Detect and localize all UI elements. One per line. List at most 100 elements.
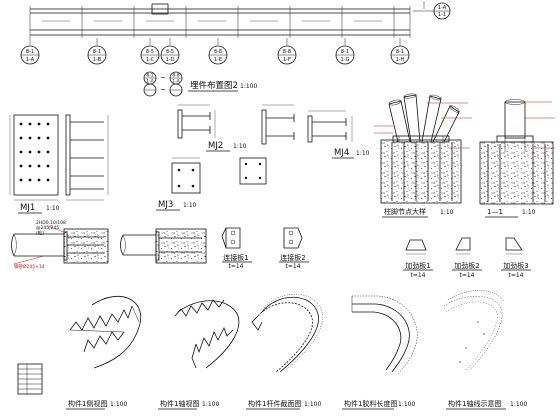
axis-bubble-lower: 1-G — [340, 57, 349, 63]
axis-bubble-lower: 1-C — [146, 57, 155, 63]
pipe-anchor-note: 2HD0.10/108@245/245(桩) — [36, 220, 66, 236]
connector-plate-2: 连接板2 t=14 — [279, 227, 309, 270]
legend-marker-upper: 8-1 — [146, 73, 153, 79]
axis-bubble-upper: 8-8 — [214, 49, 222, 55]
member-1-scale: 1:100 — [110, 401, 127, 408]
axis-bubble-lower: 1-F — [283, 57, 291, 63]
member-4-scale: 1:100 — [398, 401, 415, 408]
top-axis-bubble-3: 1-A 1-1 — [413, 2, 451, 20]
plan-title: 埋件布置图2 — [190, 80, 238, 91]
axis-bubble-upper: 8-1 — [26, 49, 34, 55]
node-title: 柱脚节点大样 — [384, 207, 426, 216]
member-elevation-1 — [69, 295, 141, 369]
axis-bubble-5: 8-8 1-E — [208, 45, 228, 65]
axis-bubble-7: 8-1 1-G — [335, 45, 355, 65]
plan-top-rail — [29, 3, 411, 38]
member-elevation-2 — [174, 299, 240, 369]
member-table-box — [17, 363, 43, 395]
axis-bubble-8: 8-1 1-H — [390, 45, 410, 65]
mj1-plate-plan — [9, 114, 59, 201]
pier-block — [63, 228, 109, 264]
connector-plate-2-thickness: t=14 — [285, 263, 300, 270]
member-5-scale: 1:100 — [510, 401, 527, 408]
pipe-connection-detail-right — [120, 228, 207, 264]
member-caption-5: 构件1轴线示意图 1:100 — [446, 399, 527, 410]
section-title: 1—1 — [487, 208, 503, 216]
axis-bubble-lower: 1-D — [166, 57, 175, 63]
legend-tilde: ~ — [160, 74, 166, 82]
member-caption-4: 构件1胶料长度图 1:100 — [342, 399, 415, 410]
member-caption-2: 构件1轴视图 1:100 — [158, 399, 219, 410]
plan-top-embed-plate — [151, 3, 169, 15]
mj1-anchor-holes — [19, 122, 50, 182]
axis-bubble-upper: 8-5 — [166, 49, 174, 55]
axis-bubble-lower: 1-E — [214, 57, 222, 63]
legend-tilde-2: ~ — [160, 86, 166, 94]
mj2-elevation — [177, 104, 216, 139]
mj3-plate-plan — [171, 157, 201, 194]
plan-axis-leaders — [29, 38, 401, 45]
node-concrete-pier — [380, 139, 462, 204]
mj4-scale: 1:10 — [356, 150, 370, 157]
member-2-scale: 1:100 — [202, 401, 219, 408]
axis-bubble-2: 8-1 1-B — [87, 45, 107, 65]
plan-axis-bubbles: 8-1 1-A 8-1 1-B 8-5 1-C 8-5 1-D 8-8 — [20, 45, 410, 65]
member-3-title: 构件1杆件截面图 — [248, 399, 301, 408]
member-caption-3: 构件1杆件截面图 1:100 — [246, 399, 321, 410]
member-caption-1: 构件1侧视图 1:100 — [66, 399, 127, 410]
mj1-label: MJ1 — [20, 203, 35, 213]
member-elevation-3 — [251, 294, 323, 373]
plan-legend: 8-1 1-A ~ 8-8 1-A ~ 埋件布置图2 1:100 — [143, 71, 257, 97]
member-captions: 构件1侧视图 1:100 构件1轴视图 1:100 构件1杆件截面图 1:100… — [66, 399, 527, 410]
stiffener-plate-1-title: 加劲板1 — [405, 261, 430, 270]
member-3-scale: 1:100 — [304, 401, 321, 408]
mj4-elevation-right — [307, 110, 353, 143]
mj3-detail: MJ3 1:10 — [156, 157, 201, 211]
pipe-segment — [11, 233, 64, 257]
top-axis-bubbles: 1-A 1-1 — [413, 1, 451, 20]
stiffener-plate-2-title: 加劲板2 — [454, 261, 479, 270]
axis-bubble-6: 8-8 1-F — [277, 45, 297, 65]
member-elevation-5 — [443, 290, 505, 371]
axis-bubble-upper: 8-1 — [93, 49, 101, 55]
node-rebars — [391, 142, 453, 201]
node-scale: 1:10 — [440, 209, 454, 216]
axis-bubble-4: 8-5 1-D — [160, 45, 180, 65]
pier-block — [155, 228, 207, 264]
member-2-title: 构件1轴视图 — [160, 399, 199, 408]
stiffener-plate-1: 加劲板1 t=14 — [403, 239, 433, 279]
node-branch-pipes — [388, 93, 460, 143]
section-annotation-leaders — [520, 101, 555, 149]
section-scale: 1:10 — [522, 209, 536, 216]
mj2-label: MJ2 — [208, 141, 223, 151]
node-annotation-leaders — [374, 102, 472, 149]
mj4-plate-plan — [239, 157, 267, 185]
mj4-elevation-left — [261, 104, 295, 145]
connector-plate-1: 连接板1 t=14 — [221, 227, 252, 270]
stiffener-plate-2-thickness: t=14 — [459, 272, 474, 279]
plan-scale: 1:100 — [240, 83, 257, 90]
mj1-detail: MJ1 1:10 — [9, 114, 109, 214]
node-base-plate — [392, 135, 450, 143]
section-concrete-pier — [479, 141, 554, 205]
stiffener-plate-3: 加劲板3 t=14 — [501, 237, 531, 279]
pipe-segment — [120, 234, 156, 256]
section-rebars — [487, 144, 546, 202]
mj2-scale: 1:10 — [233, 143, 247, 150]
legend-marker-lower: 1-A — [172, 79, 180, 85]
mj4-label: MJ4 — [334, 148, 349, 158]
pipe-connection-detail-left: 2HD0.10/108@245/245(桩) 钢管Ø245×14 — [11, 220, 109, 270]
mj4-detail: MJ4 1:10 — [239, 104, 370, 185]
stiffener-plate-3-thickness: t=14 — [508, 272, 523, 279]
embed-layout-plan: 1-A 1-1 8-1 1-A 8-1 1-B — [20, 1, 451, 97]
axis-bubble-lower: 1-H — [396, 57, 405, 63]
member-5-title: 构件1轴线示意图 — [448, 399, 501, 408]
connector-plate-1-thickness: t=14 — [228, 263, 243, 270]
pipe-spec-label: 钢管Ø245×14 — [14, 263, 45, 270]
mj2-detail: MJ2 1:10 — [177, 104, 247, 152]
mj1-elevation — [65, 114, 109, 201]
section-1-1-detail: 1—1 1:10 — [479, 99, 555, 218]
member-1-title: 构件1侧视图 — [68, 399, 107, 408]
stiffener-plate-1-thickness: t=14 — [410, 272, 425, 279]
legend-marker-lower: 1-A — [146, 79, 154, 85]
